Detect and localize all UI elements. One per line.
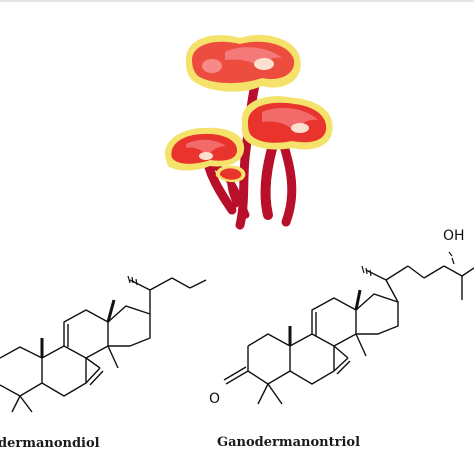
ganodermanontriol-structure: [223, 265, 474, 405]
dermanondiol-structure: [0, 277, 207, 413]
hydroxyl-label: OH: [443, 228, 465, 244]
compound-label-dermanondiol: dermanondiol: [0, 436, 100, 451]
ganodermanontriol-stereo-bonds: [361, 251, 455, 277]
ketone-oxygen-label: O: [209, 391, 221, 407]
top-border: [0, 0, 474, 2]
lingzhi-mushroom-icon: [164, 34, 333, 230]
compound-label-ganodermanontriol: Ganodermanontriol: [217, 435, 361, 450]
dermanondiol-stereo-bonds: [127, 275, 138, 286]
